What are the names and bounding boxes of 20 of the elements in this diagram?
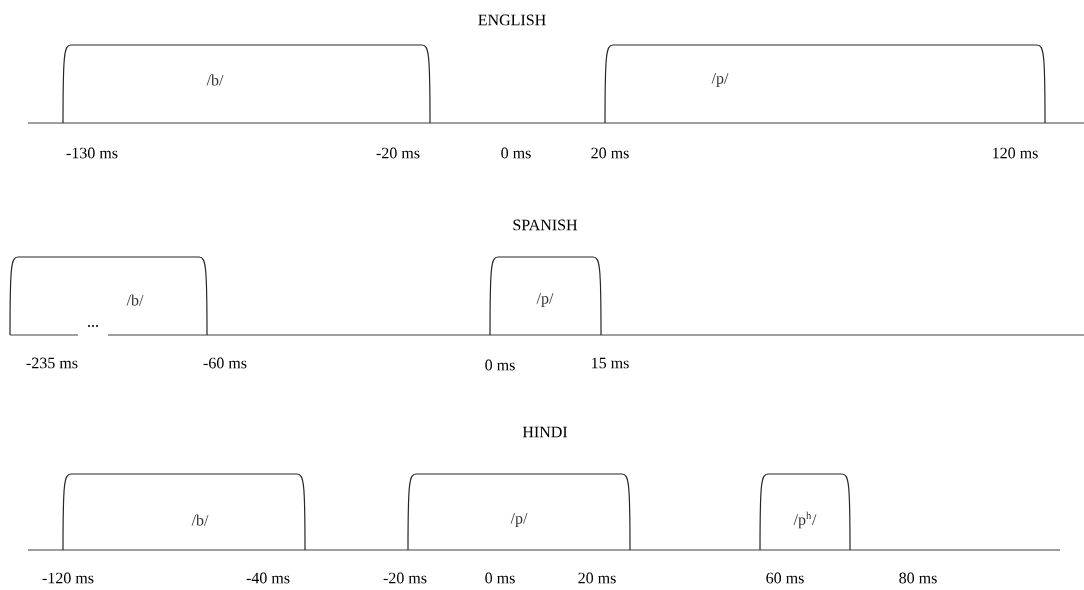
- axis-label: 20 ms: [578, 572, 616, 584]
- axis-label: -20 ms: [376, 147, 420, 159]
- axis-label: 60 ms: [766, 572, 804, 584]
- voicing-bump: /p$^{h}$/: [759, 473, 851, 551]
- axis-label: -60 ms: [203, 357, 247, 369]
- axis-label: ENGLISH: [478, 14, 546, 26]
- axis-label: -20 ms: [383, 572, 427, 584]
- axis-label: 0 ms: [485, 359, 515, 371]
- voicing-bump: /p/: [489, 256, 602, 336]
- axis-label: 80 ms: [899, 572, 937, 584]
- axis-label: 120 ms: [993, 147, 1038, 159]
- voicing-bump: /p/: [604, 44, 1046, 124]
- axis-label: 15 ms: [592, 357, 629, 369]
- axis-label: -40 ms: [246, 572, 290, 584]
- axis-label: 0 ms: [501, 147, 531, 159]
- voicing-bump: /b/: [62, 473, 306, 551]
- axis-label: 0 ms: [485, 572, 515, 584]
- voicing-bump: /b/: [62, 44, 431, 124]
- voicing-bump: /p/: [407, 473, 631, 551]
- axis-label: ...: [88, 325, 98, 327]
